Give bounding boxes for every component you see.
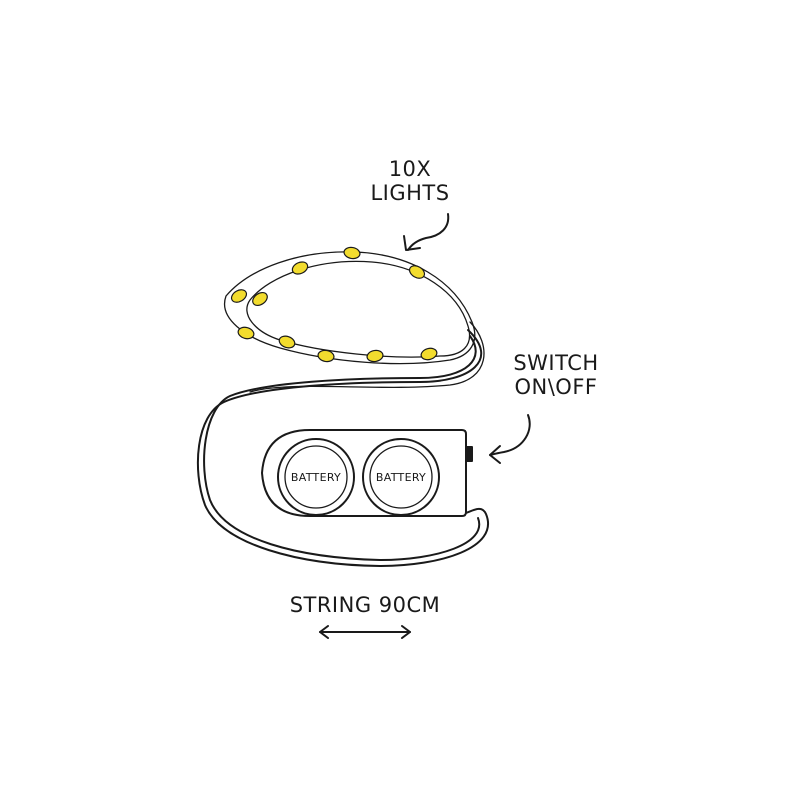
length-arrow-icon xyxy=(319,625,411,639)
switch-arrow-icon xyxy=(489,414,531,464)
battery-right xyxy=(362,438,440,516)
led-bead xyxy=(230,289,248,303)
led-bead xyxy=(317,349,335,363)
battery-box xyxy=(261,429,473,517)
lead-wire xyxy=(196,329,489,567)
lights-label: 10X LIGHTS xyxy=(355,157,465,205)
battery-right-label: BATTERY xyxy=(376,471,426,484)
led-bead xyxy=(237,326,255,340)
led-bead xyxy=(252,291,268,307)
switch-label-line1: SWITCH xyxy=(513,351,599,375)
led-bead xyxy=(343,246,361,260)
led-bead xyxy=(278,335,296,349)
led-bead xyxy=(291,261,309,275)
string-length-label: STRING 90CM xyxy=(289,593,441,617)
switch-label-line2: ON\OFF xyxy=(514,374,598,399)
lights-label-line2: LIGHTS xyxy=(370,180,450,205)
led-bead xyxy=(420,347,438,361)
switch-label: SWITCH ON\OFF xyxy=(496,351,616,399)
battery-left-label: BATTERY xyxy=(291,471,341,484)
lights-label-line1: 10X xyxy=(388,157,432,181)
light-string-wire xyxy=(223,251,485,393)
battery-left xyxy=(277,438,355,516)
lights-arrow-icon xyxy=(403,213,450,251)
led-lights xyxy=(230,246,438,363)
switch-button xyxy=(466,446,473,462)
led-bead xyxy=(408,265,426,279)
lead-wire-inner xyxy=(203,335,481,561)
led-bead xyxy=(366,349,384,363)
